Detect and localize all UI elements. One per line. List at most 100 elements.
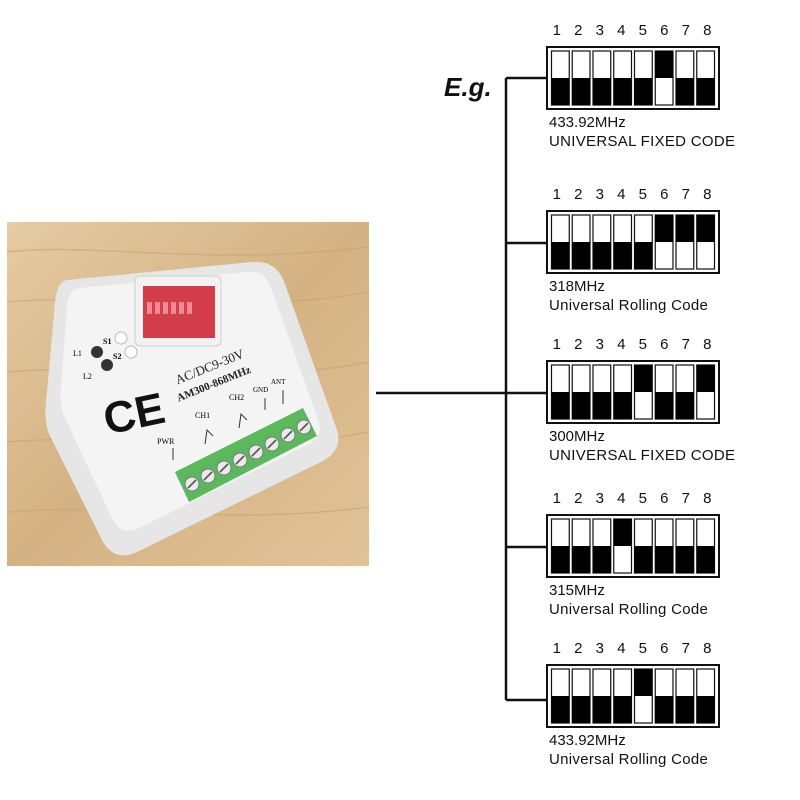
dip-switch-off bbox=[593, 392, 611, 419]
dip-switch-off bbox=[613, 242, 632, 269]
frequency-label: 433.92MHz bbox=[549, 114, 626, 131]
dip-switch-diagram bbox=[546, 664, 720, 728]
dip-switch-off bbox=[676, 696, 694, 723]
switch-number: 6 bbox=[660, 336, 669, 353]
switch-number: 3 bbox=[595, 186, 604, 203]
switch-numbers: 1 2 3 4 5 6 7 8 bbox=[546, 186, 718, 206]
frequency-label: 433.92MHz bbox=[549, 732, 626, 749]
dip-switch-off bbox=[551, 696, 570, 723]
dip-switch-off bbox=[613, 696, 632, 723]
dip-switch-off bbox=[551, 546, 570, 573]
switch-number: 7 bbox=[681, 640, 690, 657]
switch-number: 6 bbox=[660, 22, 669, 39]
dip-switch-diagram bbox=[546, 514, 720, 578]
dip-switch-off bbox=[676, 392, 694, 419]
led-l2 bbox=[101, 359, 113, 371]
label-gnd: GND bbox=[253, 386, 268, 394]
receiver-photo: L1 L2 S1 S2 CE AC/DC9-30V AM300-868MHz P… bbox=[7, 222, 369, 566]
dip-switch-off bbox=[551, 78, 570, 105]
switch-number: 4 bbox=[617, 186, 626, 203]
dip-switch-off bbox=[572, 242, 590, 269]
dip-switch-on bbox=[676, 215, 694, 242]
dip-switch-on bbox=[613, 519, 632, 546]
dip-switch-diagram bbox=[546, 360, 720, 424]
switch-number: 5 bbox=[638, 490, 647, 507]
config-block-5: 1 2 3 4 5 6 7 8 433.92MHz Universal Roll… bbox=[546, 640, 786, 790]
dip-switch-on bbox=[634, 365, 653, 392]
switch-number: 3 bbox=[595, 490, 604, 507]
switch-number: 8 bbox=[703, 336, 712, 353]
switch-number: 2 bbox=[574, 22, 583, 39]
switch-number: 1 bbox=[552, 640, 561, 657]
switch-number: 2 bbox=[574, 490, 583, 507]
label-pwr: PWR bbox=[157, 437, 175, 446]
switch-number: 7 bbox=[681, 22, 690, 39]
dip-switch-off bbox=[572, 78, 590, 105]
switch-number: 5 bbox=[638, 186, 647, 203]
switch-number: 7 bbox=[681, 336, 690, 353]
label-s1: S1 bbox=[103, 337, 111, 346]
dip-switch-on bbox=[696, 215, 715, 242]
dip-switch-off bbox=[634, 78, 653, 105]
switch-number: 1 bbox=[552, 490, 561, 507]
switch-number: 5 bbox=[638, 22, 647, 39]
dip-switch-off bbox=[696, 696, 715, 723]
dip-switch-diagram bbox=[546, 46, 720, 110]
label-ant: ANT bbox=[271, 378, 286, 386]
dip-switch-off bbox=[696, 546, 715, 573]
switch-numbers: 1 2 3 4 5 6 7 8 bbox=[546, 22, 718, 42]
config-block-1: 1 2 3 4 5 6 7 8 433.92MHz UNIVERSAL FIXE… bbox=[546, 22, 786, 172]
config-block-4: 1 2 3 4 5 6 7 8 315MHz Universal Rolling… bbox=[546, 490, 786, 640]
switch-number: 4 bbox=[617, 640, 626, 657]
dip-switch-off bbox=[655, 696, 673, 723]
frequency-label: 300MHz bbox=[549, 428, 605, 445]
dip-switch-off bbox=[676, 78, 694, 105]
code-type-label: UNIVERSAL FIXED CODE bbox=[549, 133, 736, 150]
switch-number: 4 bbox=[617, 336, 626, 353]
switch-number: 8 bbox=[703, 186, 712, 203]
label-ch2: CH2 bbox=[229, 393, 244, 402]
switch-number: 6 bbox=[660, 640, 669, 657]
code-type-label: UNIVERSAL FIXED CODE bbox=[549, 447, 736, 464]
config-block-3: 1 2 3 4 5 6 7 8 300MHz UNIVERSAL FIXED C… bbox=[546, 336, 786, 486]
switch-number: 1 bbox=[552, 336, 561, 353]
example-label: E.g. bbox=[444, 72, 492, 102]
dip-switch-off bbox=[655, 546, 673, 573]
dip-switch-off bbox=[572, 696, 590, 723]
switch-number: 3 bbox=[595, 640, 604, 657]
dip-switch-off bbox=[551, 242, 570, 269]
label-ch1: CH1 bbox=[195, 411, 210, 420]
dip-switch-off bbox=[593, 242, 611, 269]
dip-switch-on bbox=[696, 365, 715, 392]
dip-switch-off bbox=[676, 546, 694, 573]
switch-number: 2 bbox=[574, 336, 583, 353]
dip-switch-on bbox=[655, 51, 673, 78]
button-s2 bbox=[124, 345, 138, 359]
switch-number: 5 bbox=[638, 336, 647, 353]
label-l1: L1 bbox=[73, 349, 82, 358]
switch-number: 1 bbox=[552, 186, 561, 203]
switch-number: 7 bbox=[681, 490, 690, 507]
code-type-label: Universal Rolling Code bbox=[549, 751, 709, 768]
dip-switch-diagram bbox=[546, 210, 720, 274]
switch-number: 5 bbox=[638, 640, 647, 657]
switch-number: 1 bbox=[552, 22, 561, 39]
label-s2: S2 bbox=[113, 352, 121, 361]
button-s1 bbox=[114, 331, 128, 345]
dip-switch-off bbox=[572, 546, 590, 573]
switch-number: 4 bbox=[617, 490, 626, 507]
switch-number: 2 bbox=[574, 640, 583, 657]
switch-number: 6 bbox=[660, 490, 669, 507]
dip-switch-off bbox=[572, 392, 590, 419]
switch-number: 4 bbox=[617, 22, 626, 39]
switch-number: 2 bbox=[574, 186, 583, 203]
dip-switch-off bbox=[634, 242, 653, 269]
code-type-label: Universal Rolling Code bbox=[549, 297, 709, 314]
code-type-label: Universal Rolling Code bbox=[549, 601, 709, 618]
dip-switch-off bbox=[613, 392, 632, 419]
dip-switch-off bbox=[696, 78, 715, 105]
dip-switch-off bbox=[655, 392, 673, 419]
switch-number: 3 bbox=[595, 22, 604, 39]
dip-switch-off bbox=[593, 78, 611, 105]
